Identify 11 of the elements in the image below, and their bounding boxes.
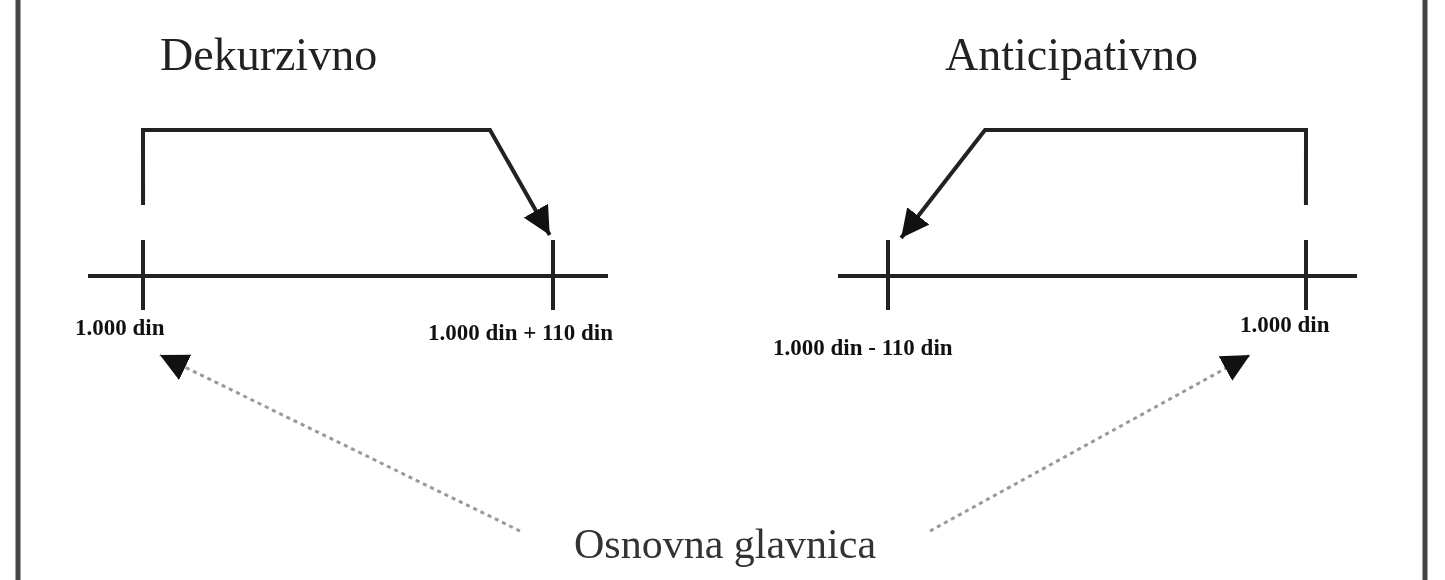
bracket-arrow bbox=[141, 128, 552, 236]
amount-label: 1.000 din bbox=[1240, 312, 1330, 338]
amount-label: 1.000 din bbox=[75, 315, 165, 341]
heading-text: Anticipativno bbox=[945, 28, 1198, 81]
amount-label: 1.000 din - 110 din bbox=[773, 335, 953, 361]
dashed-arrow bbox=[159, 353, 521, 533]
dashed-arrow bbox=[929, 353, 1251, 533]
amount-label: 1.000 din + 110 din bbox=[428, 320, 614, 346]
caption-text: Osnovna glavnica bbox=[572, 520, 878, 568]
bracket-arrow bbox=[899, 128, 1308, 240]
heading-text: Dekurzivno bbox=[160, 28, 378, 81]
